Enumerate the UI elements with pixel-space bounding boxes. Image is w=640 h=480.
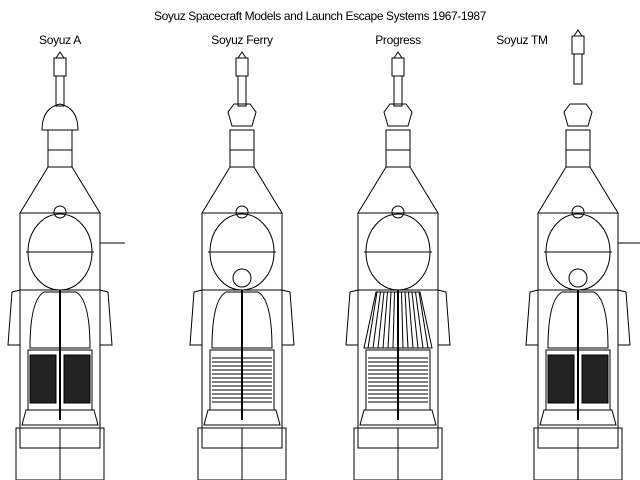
tanker-rib: [393, 292, 395, 348]
hatch: [392, 206, 404, 218]
tower-tip: [238, 52, 246, 58]
tower-nozzle-ring: [228, 104, 256, 126]
descent-module: [212, 292, 272, 348]
tower-nozzle-ring: [564, 104, 592, 126]
soyuz-tm-drawing: [526, 30, 630, 480]
fin-left: [190, 290, 202, 345]
solar-panel-right: [64, 355, 90, 403]
tanker-rib: [373, 292, 381, 348]
hatch: [54, 206, 66, 218]
tanker-rib: [416, 292, 424, 348]
tanker-rib: [405, 292, 408, 348]
hatch: [572, 206, 584, 218]
fin-right: [100, 290, 112, 345]
fin-left: [526, 290, 538, 345]
descent-module: [548, 292, 608, 348]
progress-drawing: [346, 52, 450, 480]
tower-truss: [574, 54, 582, 84]
tower-tip: [574, 30, 582, 36]
soyuz-ferry-drawing: [190, 52, 294, 480]
tower-motor: [236, 58, 248, 76]
label-soyuz-a: Soyuz A: [39, 33, 81, 47]
tanker-rib: [409, 292, 414, 348]
fin-left: [346, 290, 358, 345]
fin-right: [618, 290, 630, 345]
tanker-rib: [402, 292, 404, 348]
grid-fin-dome: [42, 104, 78, 130]
aft-adapter: [360, 410, 436, 425]
descent-module: [30, 292, 90, 348]
label-progress: Progress: [375, 33, 421, 47]
fairing-top: [48, 130, 72, 167]
tower-motor: [572, 36, 584, 54]
tower-truss: [394, 76, 402, 106]
tanker-rib: [419, 292, 428, 348]
tower-tip: [56, 52, 64, 58]
aft-adapter: [22, 410, 98, 425]
aft-adapter: [540, 410, 616, 425]
docking-port: [233, 269, 251, 287]
tanker-rib: [378, 292, 384, 348]
solar-panel-left: [30, 355, 56, 403]
solar-panel-right: [582, 355, 608, 403]
tanker-rib: [383, 292, 388, 348]
fairing-top: [566, 130, 590, 167]
tower-tip: [394, 52, 402, 58]
diagram-title: Soyuz Spacecraft Models and Launch Escap…: [154, 9, 486, 23]
tower-motor: [392, 58, 404, 76]
tanker-rib: [412, 292, 418, 348]
tanker-rib: [368, 292, 377, 348]
fin-right: [438, 290, 450, 345]
fin-left: [8, 290, 20, 345]
label-soyuz-ferry: Soyuz Ferry: [211, 33, 273, 47]
tower-truss: [56, 76, 64, 106]
hatch: [236, 206, 248, 218]
docking-port: [569, 269, 587, 287]
tanker-rib: [388, 292, 391, 348]
aft-adapter: [204, 410, 280, 425]
fin-right: [282, 290, 294, 345]
solar-panel-left: [548, 355, 574, 403]
fairing-top: [386, 130, 410, 167]
label-soyuz-tm: Soyuz TM: [496, 33, 548, 47]
fairing-top: [230, 130, 254, 167]
tower-nozzle-ring: [384, 104, 412, 126]
tower-motor: [54, 58, 66, 76]
tower-truss: [238, 76, 246, 106]
soyuz-a-drawing: [8, 52, 112, 480]
